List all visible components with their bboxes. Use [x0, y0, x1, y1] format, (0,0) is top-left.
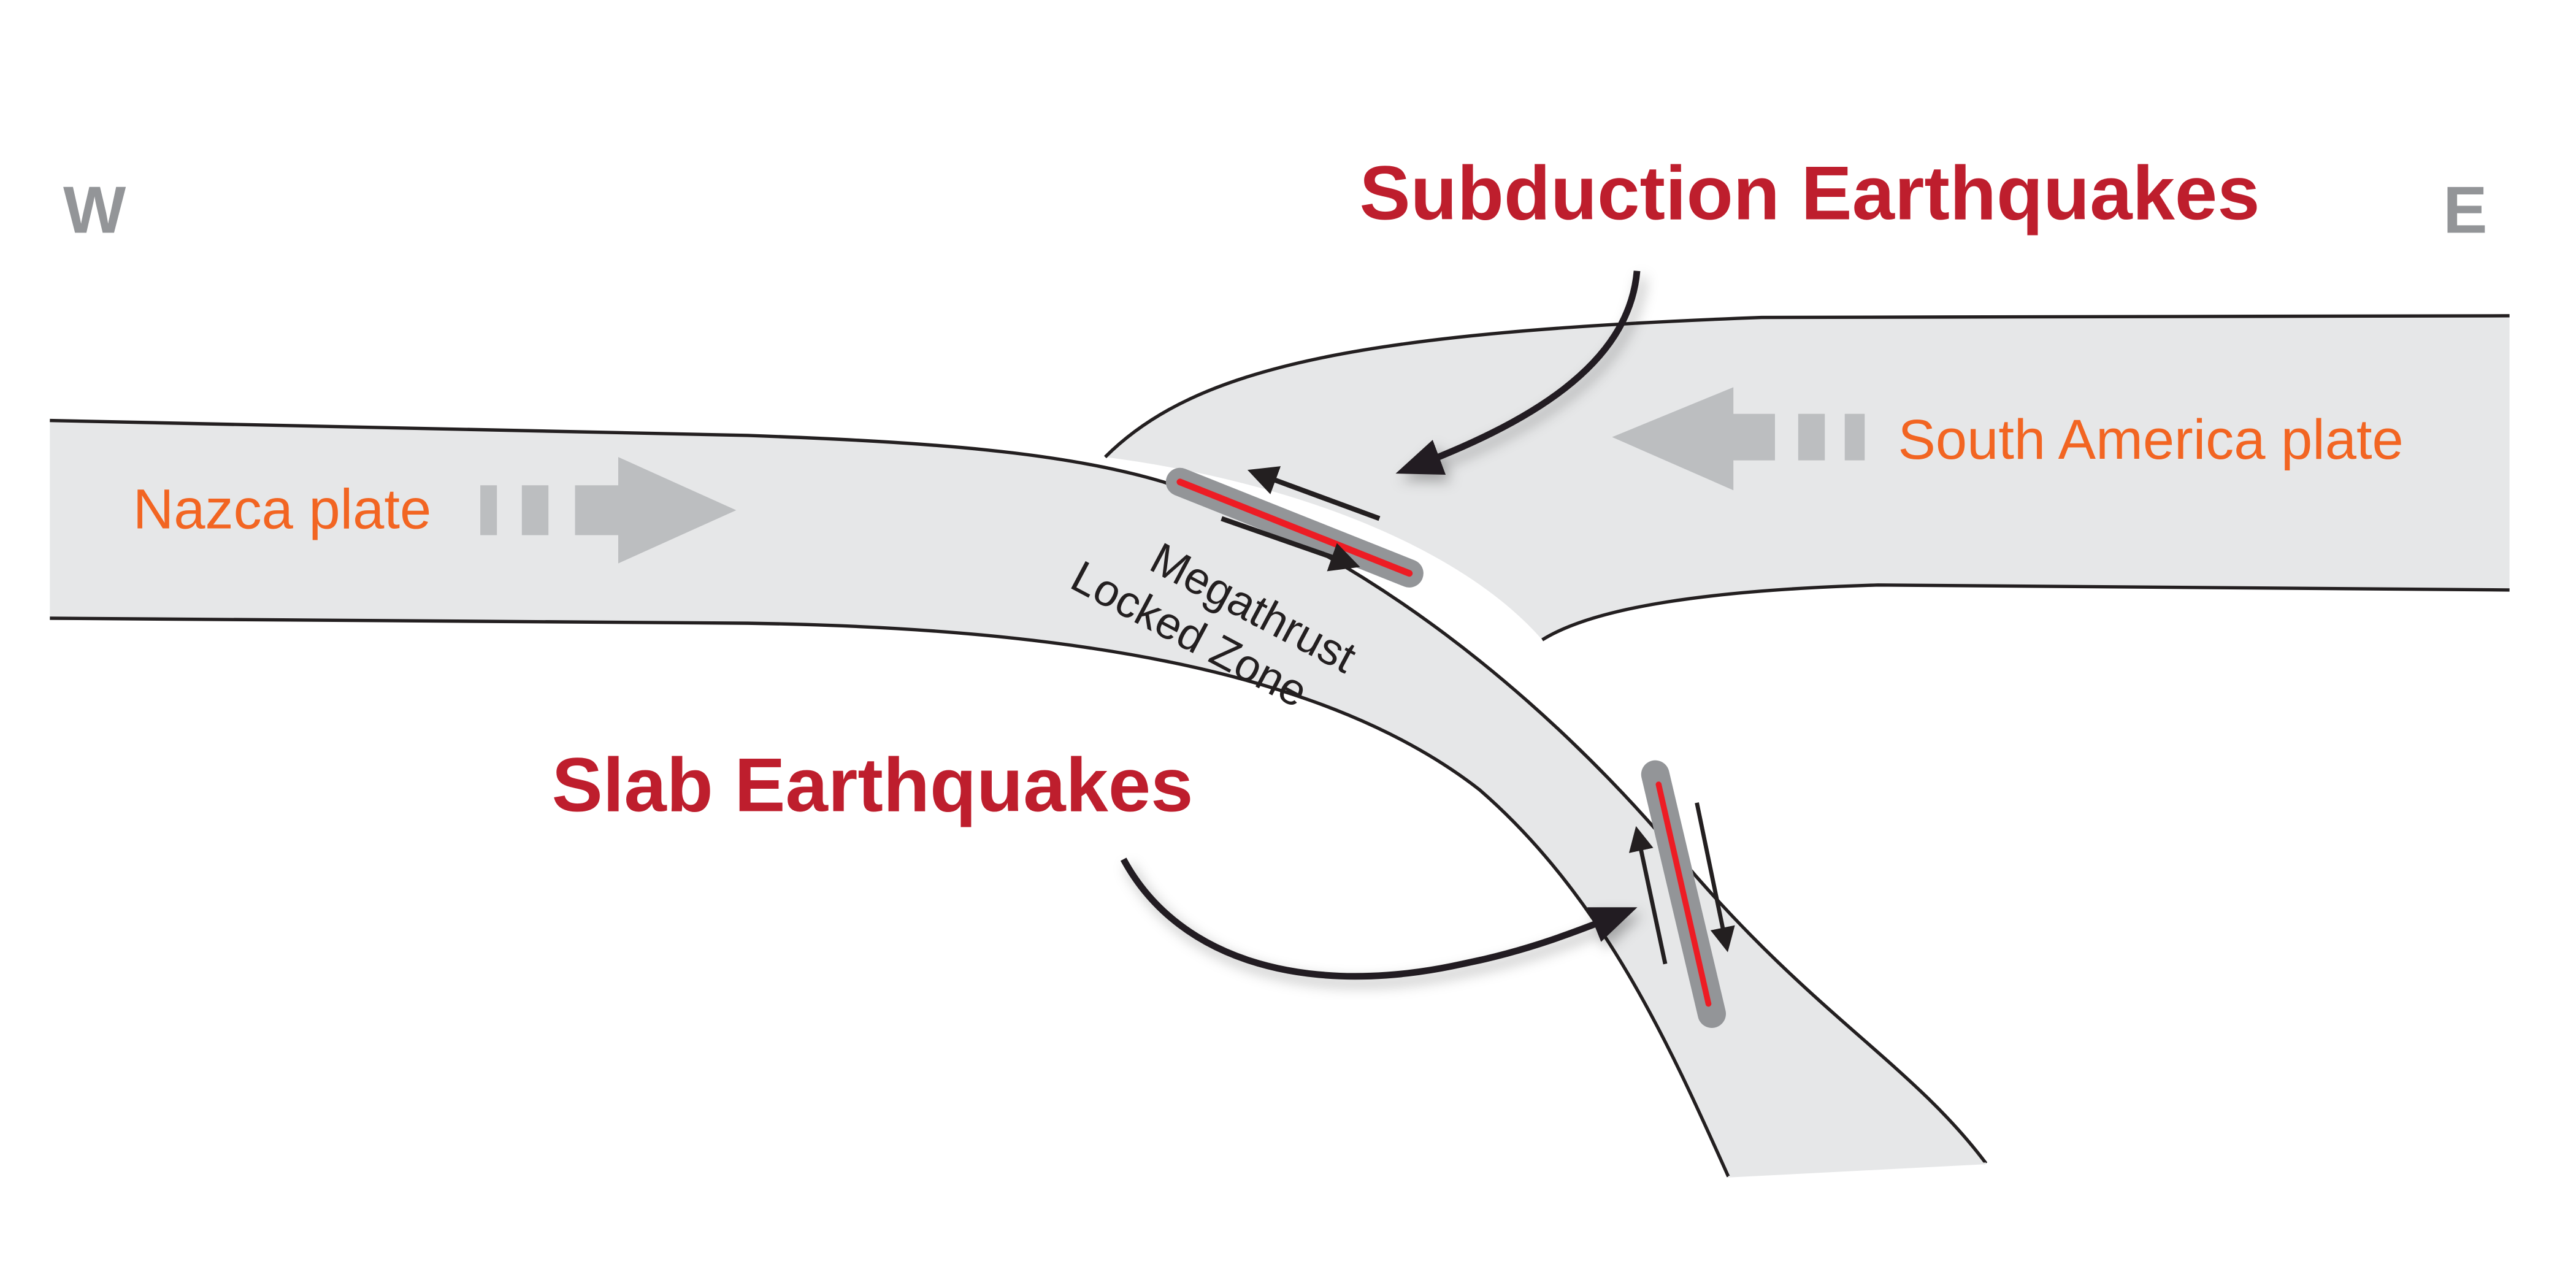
south-america-plate-outline: [1104, 314, 2510, 642]
megathrust-fault: [1165, 467, 1424, 588]
slab-pointer-arrow-icon: [1120, 857, 1638, 980]
subduction-earthquakes-title: Subduction Earthquakes: [1360, 151, 2260, 236]
subduction-pointer-arrow-icon: [1395, 270, 1641, 475]
slab-slip-arrow-up-icon: [1628, 826, 1668, 965]
slab-earthquakes-title: Slab Earthquakes: [552, 742, 1194, 827]
slab-fault: [1641, 760, 1726, 1028]
nazca-slab-bottom-edge: [50, 616, 1730, 1178]
slab-end: [1728, 1162, 1987, 1178]
east-label: E: [2443, 172, 2487, 247]
nazca-motion-arrow-icon: [480, 457, 737, 564]
megathrust-slip-arrow-up-icon: [1247, 466, 1381, 521]
nazca-slab-top-edge: [50, 418, 1988, 1165]
nazca-plate-label: Nazca plate: [133, 478, 431, 541]
south-america-motion-arrow-icon: [1612, 387, 1865, 491]
megathrust-slip-arrow-down-icon: [1221, 516, 1360, 572]
nazca-slab: [50, 420, 1987, 1177]
slab-slip-arrow-down-icon: [1695, 802, 1735, 953]
west-label: W: [63, 172, 126, 247]
south-america-plate: [1105, 315, 2510, 640]
south-america-plate-label: South America plate: [1898, 408, 2403, 471]
